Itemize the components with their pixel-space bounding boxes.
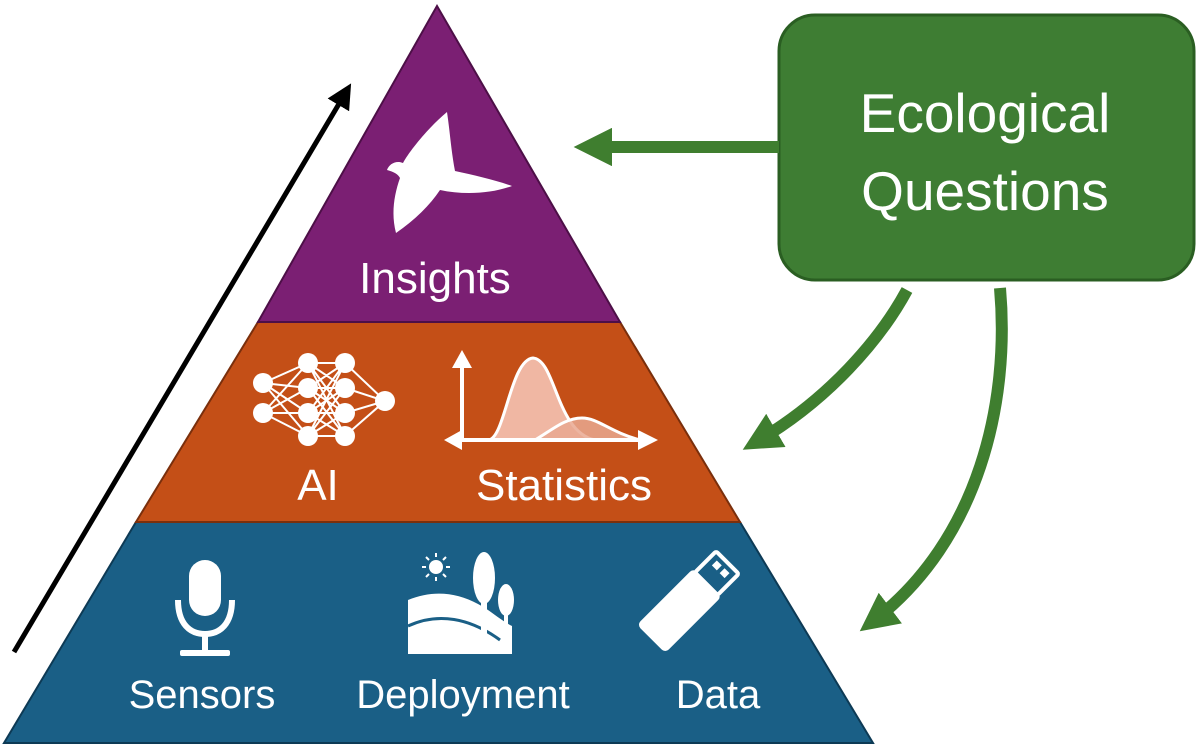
arrow-to-bottom [859, 287, 1008, 632]
landscape-icon [407, 552, 514, 654]
bird-icon [387, 112, 512, 233]
distribution-plot-icon [444, 350, 658, 450]
tier-label-statistics: Statistics [476, 461, 652, 510]
neural-network-icon [262, 362, 386, 437]
ecological-questions-box [777, 13, 1196, 282]
arrow-to-middle [742, 287, 913, 450]
questions-line-2: Questions [861, 160, 1109, 222]
neural-network-nodes [253, 353, 395, 446]
tier-label-sensors: Sensors [129, 673, 276, 717]
tier-label-deployment: Deployment [356, 673, 569, 717]
tier-label-data: Data [676, 673, 761, 717]
tier-label-insights: Insights [359, 254, 511, 303]
questions-line-1: Ecological [860, 82, 1111, 144]
microphone-icon [175, 560, 235, 656]
progress-arrow [11, 83, 352, 654]
tier-label-ai: AI [297, 461, 339, 510]
